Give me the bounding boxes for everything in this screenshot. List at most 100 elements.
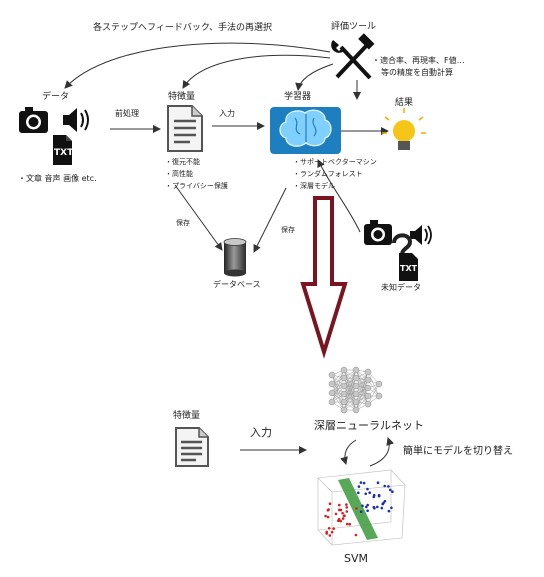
nn-node <box>352 366 360 374</box>
svm-blue-point <box>389 488 392 492</box>
nn-node <box>340 374 348 382</box>
nn-node <box>328 371 336 379</box>
svm-red-point <box>337 519 340 522</box>
svm-red-point <box>354 533 358 537</box>
bottom-features-document-icon <box>175 427 209 467</box>
svm-blue-point <box>362 481 366 485</box>
features-bullets: ・復元不能 ・高性能 ・プライバシー保護 <box>165 156 228 192</box>
svm-blue-point <box>382 501 385 505</box>
svm-red-point <box>345 510 349 513</box>
unknown-txt-file-icon <box>399 253 418 281</box>
nn-node <box>352 398 360 406</box>
svm-blue-point <box>359 510 363 513</box>
database-icon <box>223 238 247 277</box>
svm-red-point <box>345 506 349 509</box>
svm-blue-point <box>387 509 391 513</box>
bottom-input-label: 入力 <box>250 426 272 439</box>
feedback-arrow-to-learner <box>295 63 334 91</box>
switch-model-label: 簡単にモデルを切り替え <box>403 446 513 457</box>
camera-icon <box>19 107 48 133</box>
svm-blue-point <box>364 492 368 496</box>
nn-node <box>352 406 360 414</box>
svm-red-point <box>355 507 358 510</box>
features-title: 特徴量 <box>168 92 196 102</box>
svm-red-point <box>328 502 332 506</box>
feedback-arrow-to-data <box>64 42 331 89</box>
unknown-camera-icon <box>364 220 392 245</box>
svm-red-point <box>338 508 342 512</box>
svm-red-point <box>327 508 330 511</box>
bottom-features-title: 特徴量 <box>173 411 201 421</box>
save-right-label: 保存 <box>281 226 295 234</box>
svm-red-point <box>338 503 341 507</box>
nn-node <box>340 398 348 406</box>
svm-blue-point <box>376 481 380 485</box>
svm-red-point <box>330 530 334 534</box>
nn-node <box>352 374 360 382</box>
svm-blue-point <box>359 481 363 484</box>
data-title: データ <box>42 92 70 102</box>
data-types: ・文章 音声 画像 etc. <box>18 174 97 183</box>
learner-bullet: ・ランダムフォレスト <box>293 170 363 178</box>
svm-red-point <box>345 503 348 506</box>
svm-red-point <box>341 511 344 515</box>
learner-bullet: ・サポートベクターマシン <box>293 158 377 166</box>
unknown-data-label: 未知データ <box>381 283 421 292</box>
nn-node <box>328 389 336 397</box>
svm-blue-point <box>366 487 369 491</box>
features-bullet: ・復元不能 <box>165 158 200 166</box>
features-bullet: ・プライバシー保護 <box>165 182 228 190</box>
eval-tool-desc-line1: ・適合率、再現率、F値… <box>372 56 465 65</box>
svm-red-point <box>332 527 336 530</box>
nn-node <box>340 406 348 414</box>
hammer-wrench-icon <box>331 33 375 80</box>
svm-blue-point <box>357 491 360 495</box>
brain-icon <box>270 107 341 154</box>
svm-blue-point <box>383 484 387 488</box>
svm-blue-point <box>390 506 393 510</box>
neural-network-nodes <box>328 366 383 414</box>
speaker-icon <box>63 108 89 132</box>
feedback-arrow-to-features <box>182 54 331 89</box>
preprocess-label: 前処理 <box>115 109 139 118</box>
svm-red-point <box>324 514 327 518</box>
nn-node <box>375 392 383 400</box>
svm-blue-point <box>377 494 381 498</box>
eval-tool-desc-line2: 等の精度を自動計算 <box>381 68 453 77</box>
unknown-txt-badge: TXT <box>400 264 418 273</box>
svm-blue-point <box>357 485 361 488</box>
svm-red-point <box>326 515 330 519</box>
nn-node <box>375 380 383 388</box>
features-document-icon <box>167 105 203 152</box>
dnn-label: 深層ニューラルネット <box>314 419 424 432</box>
svm-blue-point <box>387 485 390 488</box>
nn-node <box>364 368 372 376</box>
light-bulb-icon <box>382 108 426 150</box>
svm-blue-point <box>391 490 394 494</box>
eval-tool-title: 評価ツール <box>331 22 377 32</box>
input-label-top: 入力 <box>219 109 235 118</box>
nn-node <box>352 390 360 398</box>
database-label: データベース <box>213 280 261 289</box>
nn-node <box>364 376 372 384</box>
nn-node <box>364 400 372 408</box>
nn-node <box>340 390 348 398</box>
nn-node <box>352 382 360 390</box>
svm-red-point <box>341 517 345 520</box>
svm-red-point <box>325 532 329 535</box>
svm-red-point <box>345 522 349 526</box>
svm-blue-point <box>366 509 369 512</box>
learner-title: 学習器 <box>284 92 312 102</box>
svm-blue-point <box>366 503 370 507</box>
svm-blue-point <box>365 505 368 509</box>
nn-node <box>340 366 348 374</box>
svm-blue-point <box>368 491 372 495</box>
save-left-label: 保存 <box>176 219 190 227</box>
features-bullet: ・高性能 <box>165 170 193 178</box>
unknown-data-arrow <box>317 159 361 233</box>
svm-hyperplane <box>338 478 378 540</box>
svm-label: SVM <box>344 552 368 565</box>
feedback-label: 各ステップへフィードバック、手法の再選択 <box>93 23 273 33</box>
svm-blue-point <box>373 506 376 510</box>
